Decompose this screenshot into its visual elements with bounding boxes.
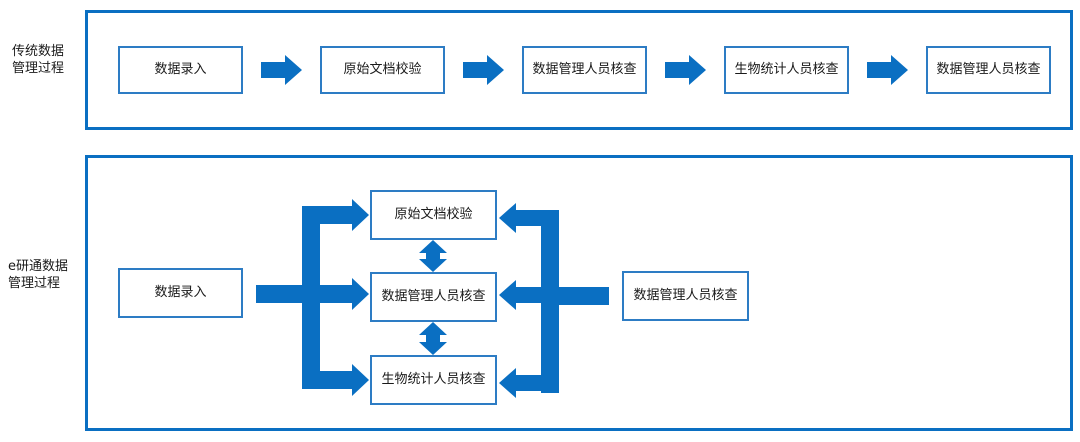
left-arrow-to-biostat (320, 364, 369, 396)
double-arrow-verify-dm (419, 240, 447, 272)
e-step-dm-review-final: 数据管理人员核查 (622, 271, 749, 321)
output-connector (559, 287, 609, 305)
trad-arrow-1 (261, 55, 302, 85)
trad-arrow-2 (463, 55, 504, 85)
trad-step-dm-review-final: 数据管理人员核查 (926, 46, 1051, 94)
right-bracket-vertical (541, 210, 559, 393)
traditional-process-label: 传统数据管理过程 (12, 44, 65, 76)
left-arrow-to-verify (320, 199, 369, 231)
double-arrow-dm-biostat (419, 322, 447, 355)
e-step-biostat-review: 生物统计人员核查 (370, 355, 497, 405)
trad-step-data-entry: 数据录入 (118, 46, 243, 94)
eresearch-process-label: e研通数据管理过程 (8, 259, 68, 291)
right-arrow-to-verify (499, 203, 541, 233)
input-connector (256, 285, 302, 303)
trad-arrow-4 (867, 55, 908, 85)
traditional-process-panel (85, 10, 1073, 130)
left-arrow-to-dm (320, 278, 369, 310)
e-step-data-entry: 数据录入 (118, 268, 243, 318)
trad-step-biostat-review: 生物统计人员核查 (724, 46, 849, 94)
e-step-dm-review: 数据管理人员核查 (370, 272, 497, 322)
right-arrow-to-dm (499, 280, 541, 310)
trad-step-dm-review: 数据管理人员核查 (522, 46, 647, 94)
right-arrow-to-biostat (499, 368, 541, 398)
trad-arrow-3 (665, 55, 706, 85)
e-step-source-doc-verify: 原始文档校验 (370, 190, 497, 240)
left-bracket-vertical (302, 206, 320, 389)
eresearch-process-panel (85, 155, 1073, 431)
trad-step-source-doc-verify: 原始文档校验 (320, 46, 445, 94)
